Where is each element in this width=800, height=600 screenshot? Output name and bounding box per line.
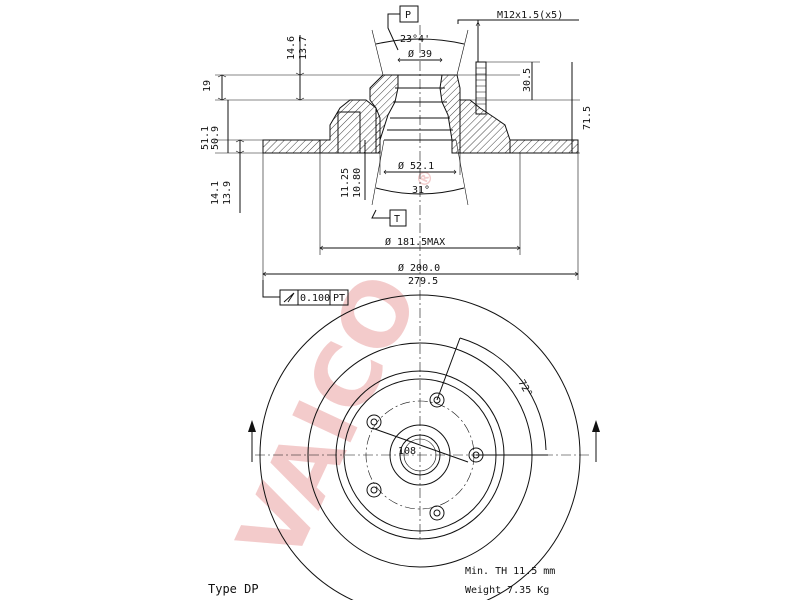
tag-p: P (405, 10, 411, 21)
type-label: Type DP (208, 582, 259, 596)
dim-14-6: 14.6 (286, 36, 297, 60)
dim-51-1: 51.1 (200, 126, 211, 150)
watermark-text: VAICO (218, 259, 439, 577)
dim-angle-top: 23°4' (400, 34, 430, 45)
dim-19: 19 (202, 80, 213, 92)
runout-icon (283, 292, 295, 303)
dim-d181-5: Ø 181.5MAX (385, 236, 445, 248)
dim-angle-31: 31° (412, 185, 430, 196)
disc-rim-left (262, 139, 321, 154)
dim-13-7: 13.7 (298, 36, 309, 60)
tolerance-value: 0.100 (300, 293, 330, 304)
dim-50-9: 50.9 (210, 126, 221, 150)
hub-pocket (337, 111, 361, 154)
tolerance-frame (279, 289, 349, 306)
bolt-hole (366, 482, 382, 498)
tolerance-ref: PT (333, 293, 345, 304)
dim-279-5: 279.5 (408, 276, 438, 287)
hub-collar-left (369, 74, 399, 154)
bolt-hole (429, 392, 445, 408)
hub-collar-right (439, 74, 461, 154)
wheel-stud (475, 61, 487, 115)
dim-thread: M12x1.5(x5) (497, 10, 563, 21)
hat-right (459, 99, 511, 154)
weight: Weight 7.35 Kg (465, 585, 549, 596)
tag-t: T (394, 214, 400, 225)
dim-13-9: 13.9 (222, 181, 233, 205)
hat-left (319, 99, 381, 154)
dim-11-25: 11.25 (340, 168, 351, 198)
section-view: 19 51.1 50.9 14.1 13.9 14.6 13.7 11.25 1… (200, 5, 593, 306)
dim-d39: Ø 39 (408, 48, 432, 60)
front-view: 72° 108 (248, 290, 600, 600)
dim-d200: Ø 200.0 (398, 262, 440, 274)
dim-d52-1: Ø 52.1 (398, 160, 434, 172)
dim-10-80: 10.80 (352, 168, 363, 198)
dim-71-5: 71.5 (582, 106, 593, 130)
dim-14-1: 14.1 (210, 181, 221, 205)
dim-pcd: 108 (398, 446, 416, 457)
bolt-hole (429, 505, 445, 521)
min-thickness: Min. TH 11.5 mm (465, 566, 555, 577)
disc-rim-right (509, 139, 579, 154)
dim-30-5: 30.5 (522, 68, 533, 92)
